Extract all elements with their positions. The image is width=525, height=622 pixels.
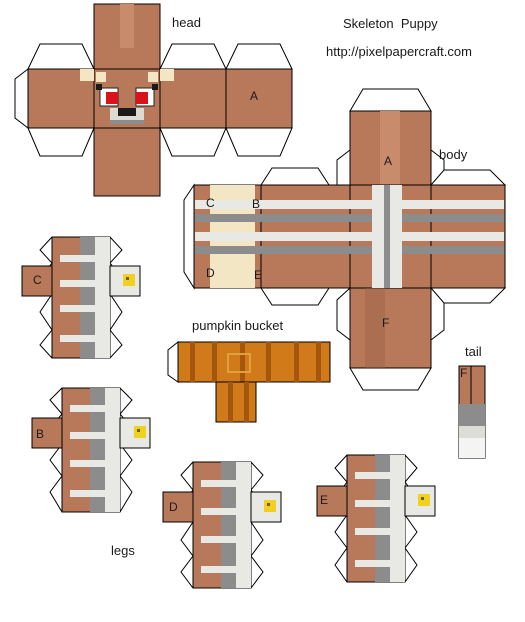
face-letter: B (36, 427, 45, 441)
glue-tab (349, 367, 432, 391)
part-label-body: body (439, 147, 468, 162)
leg-side-face (316, 485, 348, 517)
face-letter: B (252, 197, 261, 211)
leg-side-face (162, 491, 194, 523)
paw-face (404, 485, 436, 517)
head-bottom-face (93, 127, 161, 197)
glue-tab (27, 127, 95, 157)
body-bottom-face (349, 287, 432, 369)
face-letter: D (206, 266, 215, 280)
head-back-face (225, 68, 293, 129)
face-letter: D (169, 500, 178, 514)
glue-tab (225, 43, 293, 70)
leg-template-d (162, 461, 282, 589)
part-label-tail: tail (465, 344, 482, 359)
face-letter: F (382, 316, 390, 330)
rib-bone (195, 232, 504, 241)
pumpkin-bucket-template (167, 340, 331, 423)
leg-template-e (316, 454, 436, 583)
face-letter: E (320, 493, 329, 507)
pumpkin-bottom-face (215, 381, 257, 423)
glue-tab (336, 286, 351, 342)
face-letter: A (384, 154, 393, 168)
head-template (14, 3, 293, 197)
glue-tab (27, 43, 95, 70)
part-label-head: head (172, 15, 201, 30)
rib-bone (195, 214, 504, 222)
glue-tab (225, 127, 293, 157)
source-url: http://pixelpapercraft.com (326, 44, 472, 59)
glue-tab (159, 43, 227, 70)
pumpkin-face-mark (227, 353, 251, 373)
glue-tab (429, 169, 507, 186)
leg-template-c (21, 236, 141, 359)
face-letter: F (460, 366, 468, 380)
sheet-title: Skeleton Puppy (343, 16, 438, 31)
body-template (183, 88, 507, 391)
leg-side-face (31, 417, 63, 449)
rib-bone (195, 200, 504, 209)
glue-tab (159, 127, 227, 157)
glue-tab (260, 167, 330, 186)
glue-tab (167, 340, 179, 383)
pumpkin-side-face (177, 341, 331, 383)
glue-tab (14, 67, 29, 130)
glue-tab (260, 287, 330, 306)
glue-tab (336, 148, 351, 186)
glue-tab (429, 287, 507, 304)
face-letter: C (33, 273, 42, 287)
face-letter: C (206, 196, 215, 210)
face-letter: A (250, 89, 259, 103)
glue-tab (183, 183, 195, 290)
face-letter: E (254, 268, 263, 282)
part-label-legs: legs (111, 543, 135, 558)
tail-template (458, 365, 486, 459)
part-label-pumpkin-bucket: pumpkin bucket (192, 318, 284, 333)
leg-side-face (21, 265, 53, 297)
glue-tab (349, 88, 432, 112)
rib-bone (195, 246, 504, 254)
leg-template-b (31, 387, 151, 513)
